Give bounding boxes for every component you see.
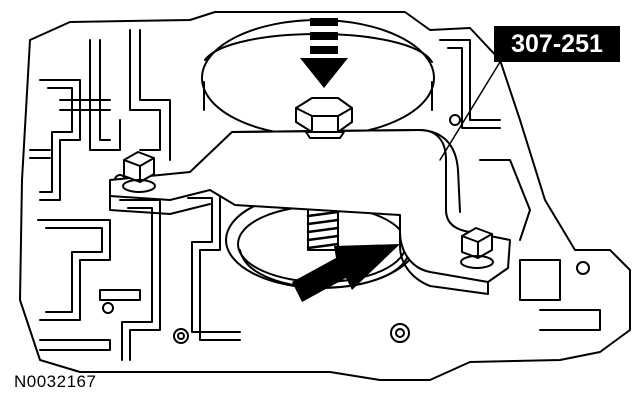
bracket-tool	[109, 61, 511, 295]
bolt-head	[295, 97, 353, 139]
force-arrow-diagonal	[292, 244, 400, 302]
figure-id-label: N0032167	[14, 372, 97, 391]
tool-number-callout: 307-251	[494, 26, 620, 62]
force-arrow-downward	[300, 18, 348, 88]
